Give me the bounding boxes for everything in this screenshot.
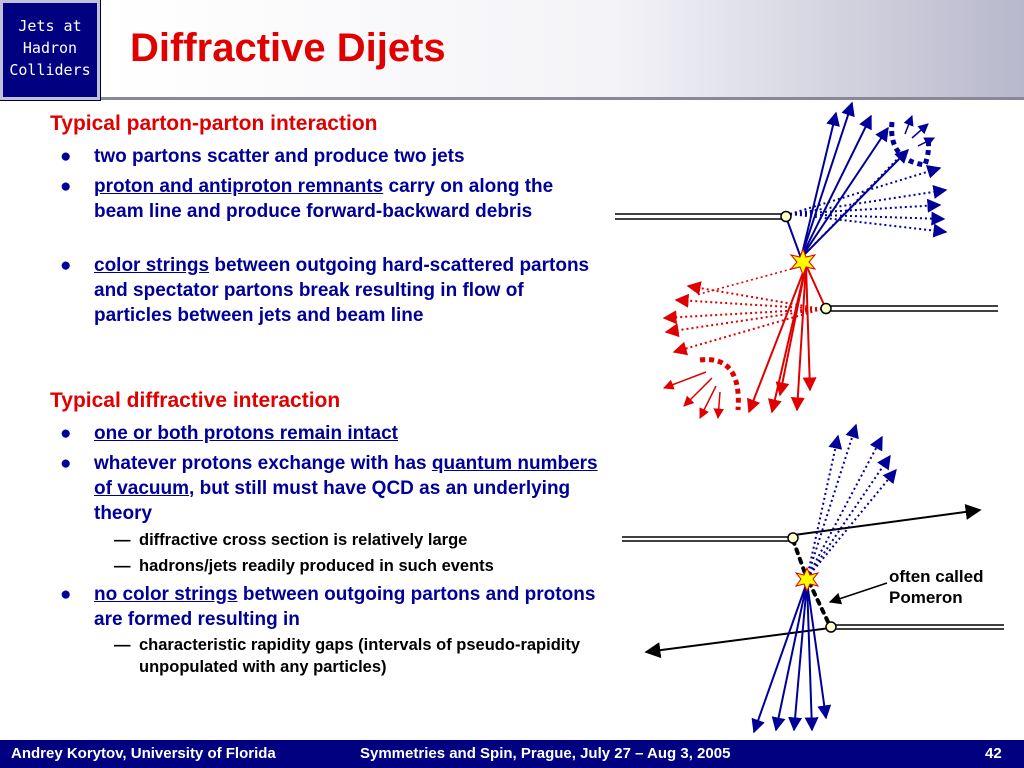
- bullet-text: between outgoing hard-scattered partons …: [94, 255, 590, 326]
- jet-track: [806, 423, 859, 579]
- jet-track: [800, 114, 872, 259]
- jet-track: [806, 434, 843, 579]
- jet-track: [747, 264, 807, 414]
- underlined-term: no color strings: [94, 584, 238, 605]
- bullet-dot: ●: [60, 584, 72, 605]
- string-track: [695, 264, 807, 296]
- parton-parton-diagram: [615, 101, 998, 420]
- outgoing-proton: [644, 627, 831, 659]
- debris-track: [672, 308, 823, 356]
- footer-author: Andrey Korytov, University of Florida: [11, 745, 276, 762]
- star-burst-icon: [794, 566, 820, 593]
- page-title: Diffractive Dijets: [130, 26, 446, 70]
- debris-track: [789, 198, 942, 215]
- debris-track: [789, 211, 946, 226]
- proton-node: [825, 621, 837, 633]
- section-heading-diffractive: Typical diffractive interaction: [50, 389, 341, 412]
- jet-track: [790, 264, 807, 412]
- parton-line: [805, 264, 827, 310]
- jet-track: [804, 581, 819, 732]
- jet-track: [806, 435, 883, 579]
- bullet-dot: ●: [60, 146, 72, 167]
- remnant-node: [780, 210, 792, 223]
- string-track: [800, 155, 901, 259]
- sub-dash: —: [114, 531, 131, 549]
- diffractive-diagram: [622, 423, 1004, 734]
- footer-page-number: 42: [985, 745, 1002, 762]
- debris-track: [789, 184, 948, 215]
- jet-track: [802, 264, 817, 392]
- bullet-text: whatever protons exchange with has: [94, 453, 432, 474]
- footer-bar: Andrey Korytov, University of Florida Sy…: [0, 740, 1024, 768]
- debris-track: [789, 213, 948, 238]
- debris-track: [789, 165, 942, 215]
- parton-line: [785, 216, 802, 259]
- underlined-term: quantum numbers of vacuum: [94, 453, 598, 499]
- star-burst-icon: [789, 247, 817, 277]
- pomeron-pointer: [828, 582, 888, 605]
- bullet-text: two partons scatter and produce two jets: [94, 146, 465, 167]
- bullet-dot: ●: [60, 423, 72, 444]
- logo-box: Jets at Hadron Colliders: [0, 0, 101, 101]
- jet-track: [800, 111, 840, 259]
- sub-text: characteristic rapidity gaps (intervals …: [139, 636, 581, 676]
- sub-text: hadrons/jets readily produced in such ev…: [139, 557, 494, 575]
- underlined-term: proton and antiproton remnants: [94, 176, 384, 197]
- debris-track: [662, 308, 823, 325]
- jet-track: [775, 264, 807, 397]
- bullet-text: between outgoing partons and protons are…: [94, 584, 596, 630]
- debris-track: [664, 308, 823, 338]
- jet-track: [751, 581, 808, 734]
- jet-track: [800, 101, 855, 259]
- pomeron-line: [791, 538, 808, 578]
- sub-text: diffractive cross section is relatively …: [139, 531, 468, 549]
- pomeron-line: [807, 580, 832, 628]
- bullet-text: , but still must have QCD as an underlyi…: [94, 478, 571, 524]
- bullet-dot: ●: [60, 453, 72, 474]
- pomeron-label: often called Pomeron: [889, 567, 984, 607]
- jet-track: [788, 581, 808, 732]
- remnant-node: [820, 302, 832, 315]
- underlined-term: one or both protons remain intact: [94, 423, 399, 444]
- footer-conference: Symmetries and Spin, Prague, July 27 – A…: [360, 745, 731, 762]
- debris-track: [674, 293, 823, 310]
- jet-track: [800, 126, 889, 259]
- outgoing-proton: [793, 503, 982, 536]
- jet-track: [806, 468, 897, 579]
- proton-node: [787, 532, 799, 544]
- sub-dash: —: [114, 557, 131, 575]
- jet-track: [806, 454, 891, 579]
- curl-track: [889, 121, 932, 168]
- jet-track: [771, 581, 808, 732]
- title-band: [100, 0, 1024, 100]
- bullet-dot: ●: [60, 255, 72, 276]
- section-heading-parton: Typical parton-parton interaction: [50, 112, 378, 135]
- underlined-term: color strings: [94, 255, 210, 276]
- logo-text: Jets at Hadron Colliders: [9, 17, 91, 79]
- bullet-dot: ●: [60, 176, 72, 197]
- bullet-text: carry on along the beam line and produce…: [94, 176, 554, 222]
- sub-dash: —: [114, 636, 131, 654]
- jet-track: [806, 581, 832, 720]
- curl-track: [699, 357, 741, 411]
